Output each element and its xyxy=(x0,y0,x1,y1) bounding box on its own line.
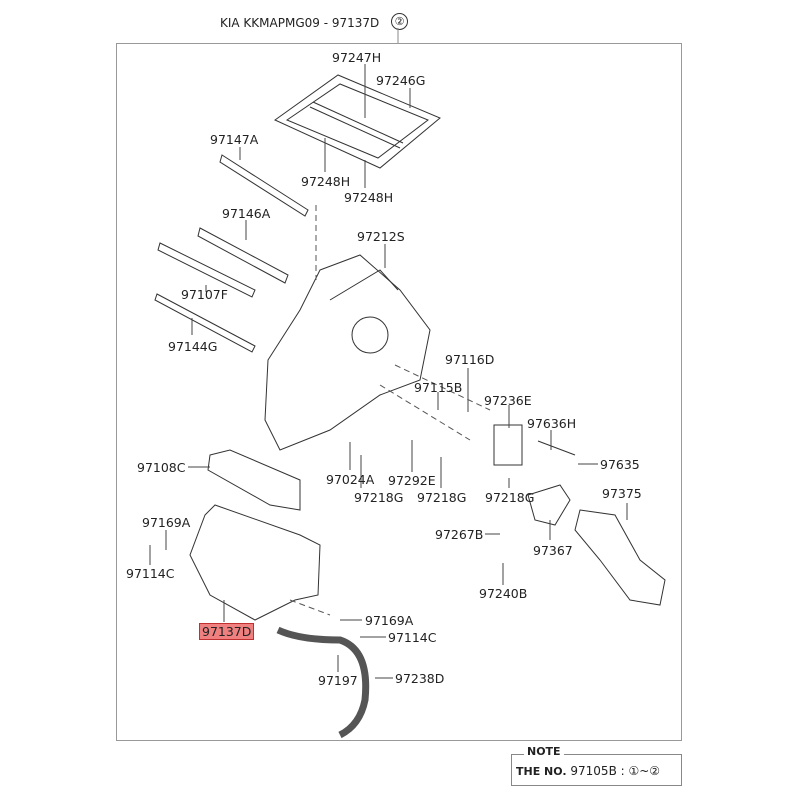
part-label-97635[interactable]: 97635 xyxy=(600,457,640,472)
part-label-97240B[interactable]: 97240B xyxy=(479,586,528,601)
part-label-97236E[interactable]: 97236E xyxy=(484,393,532,408)
strips-drawing xyxy=(154,154,309,353)
part-label-97115B[interactable]: 97115B xyxy=(414,380,463,395)
part-label-97137D-highlighted[interactable]: 97137D xyxy=(199,623,255,640)
part-label-97116D[interactable]: 97116D xyxy=(445,352,495,367)
part-label-97238D[interactable]: 97238D xyxy=(395,671,445,686)
part-label-97375[interactable]: 97375 xyxy=(602,486,642,501)
part-label-97107F[interactable]: 97107F xyxy=(181,287,228,302)
part-label-97218G[interactable]: 97218G xyxy=(485,490,535,505)
assembly-dashes xyxy=(289,205,491,616)
duct-drawing xyxy=(574,509,666,606)
diagram-frame xyxy=(116,43,682,741)
drain-hose-drawing xyxy=(276,626,370,739)
part-label-97367[interactable]: 97367 xyxy=(533,543,573,558)
case-drawing xyxy=(207,449,301,511)
duct-seal-drawing xyxy=(527,484,571,526)
part-label-97248H[interactable]: 97248H xyxy=(301,174,351,189)
part-label-97248H[interactable]: 97248H xyxy=(344,190,394,205)
diagram-title: KIA KKMAPMG09 - 97137D xyxy=(220,16,380,30)
blower-housing-drawing xyxy=(264,254,431,451)
part-label-97246G[interactable]: 97246G xyxy=(376,73,426,88)
filter-frame-drawing xyxy=(274,74,441,169)
part-label-97292E[interactable]: 97292E xyxy=(388,473,436,488)
part-label-97218G[interactable]: 97218G xyxy=(354,490,404,505)
note-box xyxy=(511,754,682,786)
part-label-97212S[interactable]: 97212S xyxy=(357,229,405,244)
part-label-97267B[interactable]: 97267B xyxy=(435,527,484,542)
note-body: THE NO. 97105B : ①~② xyxy=(516,764,660,778)
part-label-97197[interactable]: 97197 xyxy=(318,673,358,688)
note-title: NOTE xyxy=(524,745,564,758)
part-label-97144G[interactable]: 97144G xyxy=(168,339,218,354)
part-label-97636H[interactable]: 97636H xyxy=(527,416,577,431)
part-label-97108C[interactable]: 97108C xyxy=(137,460,186,475)
actuator-drawing xyxy=(493,424,523,466)
note-text: 97105B : ①~② xyxy=(570,764,661,778)
part-label-97024A[interactable]: 97024A xyxy=(326,472,375,487)
part-label-97146A[interactable]: 97146A xyxy=(222,206,271,221)
sensor-drawing xyxy=(537,440,576,456)
part-label-97247H[interactable]: 97247H xyxy=(332,50,382,65)
note-prefix: THE NO. xyxy=(516,765,567,778)
leader-lines xyxy=(149,64,628,679)
part-label-97114C[interactable]: 97114C xyxy=(126,566,175,581)
part-label-97114C[interactable]: 97114C xyxy=(388,630,437,645)
tray-drawing xyxy=(189,504,321,621)
part-label-97169A[interactable]: 97169A xyxy=(142,515,191,530)
sheet-marker: ② xyxy=(391,13,408,30)
part-label-97169A[interactable]: 97169A xyxy=(365,613,414,628)
part-label-97218G[interactable]: 97218G xyxy=(417,490,467,505)
part-label-97147A[interactable]: 97147A xyxy=(210,132,259,147)
